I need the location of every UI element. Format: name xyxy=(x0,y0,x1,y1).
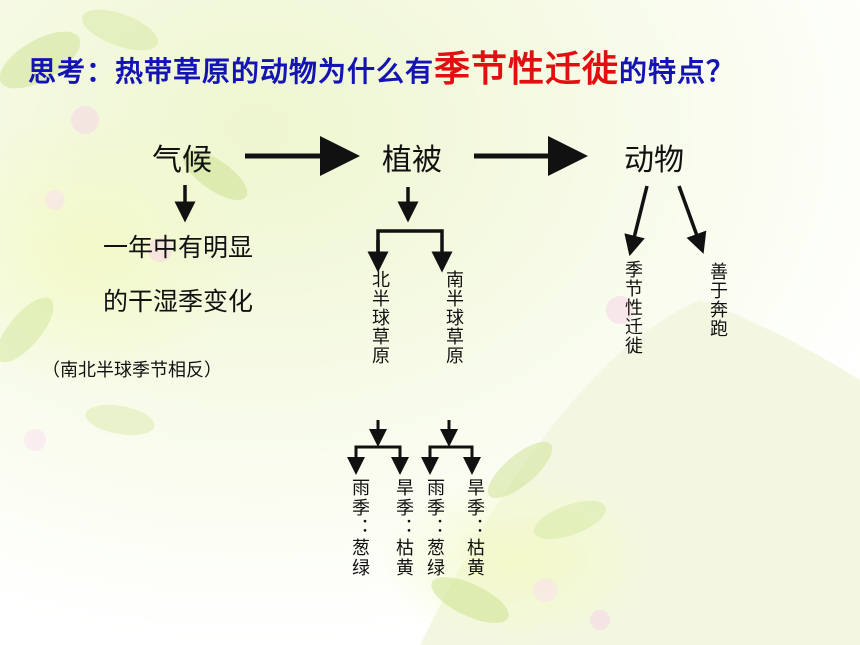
title-prefix: 思考：热带草原的动物为什么有 xyxy=(28,55,435,88)
arrow-animals-to-migration xyxy=(624,185,649,257)
node-vegetation: 植被 xyxy=(382,143,442,178)
north-season-bracket xyxy=(354,445,409,475)
climate-desc-line2: 的干湿季变化 xyxy=(103,287,254,316)
title-highlight: 季节性迁徙 xyxy=(434,49,620,90)
branch-north-grassland: 北半球草原 xyxy=(369,270,390,365)
node-animals: 动物 xyxy=(624,143,684,178)
arrow-animals-to-running xyxy=(677,185,707,254)
climate-note: （南北半球季节相反） xyxy=(42,360,222,381)
season-north-dry: 旱季：枯黄 xyxy=(393,478,414,578)
title-suffix: 的特点？ xyxy=(619,55,736,88)
vegetation-bracket xyxy=(376,229,453,273)
trait-migration: 季节性迁徙 xyxy=(622,260,643,355)
season-north-rain: 雨季：葱绿 xyxy=(349,478,370,578)
season-south-dry: 旱季：枯黄 xyxy=(464,478,485,578)
trait-running: 善于奔跑 xyxy=(707,262,728,338)
node-climate: 气候 xyxy=(152,143,212,178)
climate-desc-line1: 一年中有明显 xyxy=(103,233,254,262)
south-season-bracket xyxy=(428,445,481,475)
season-south-rain: 雨季：葱绿 xyxy=(424,478,445,578)
branch-south-grassland: 南半球草原 xyxy=(443,270,464,365)
page-title: 思考：热带草原的动物为什么有季节性迁徙的特点？ xyxy=(28,40,735,92)
